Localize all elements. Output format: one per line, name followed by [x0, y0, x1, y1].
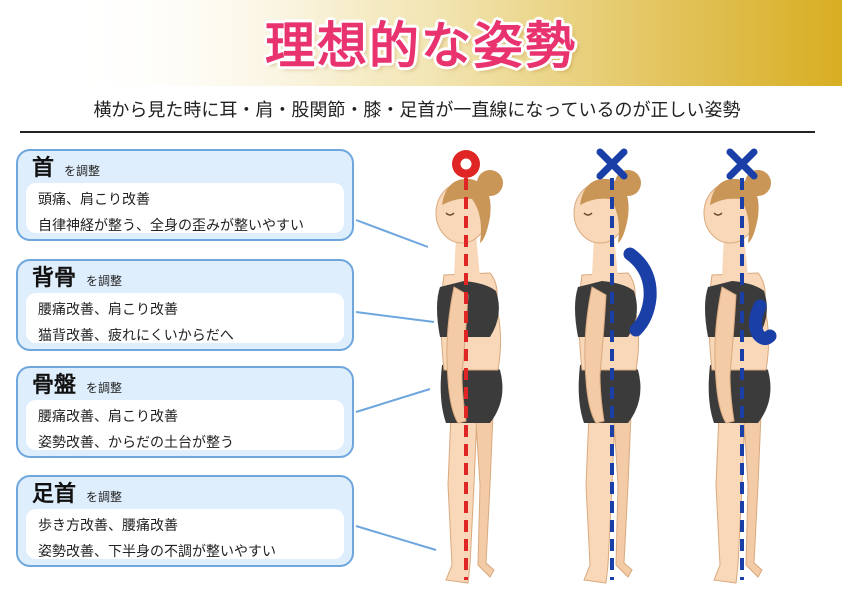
card-spine: 背骨 を調整 腰痛改善、肩こり改善 猫背改善、疲れにくいからだへ: [16, 259, 354, 351]
card-neck-head: 首 を調整: [32, 154, 100, 182]
card-spine-suffix: を調整: [86, 274, 123, 288]
subtitle: 横から見た時に耳・肩・股関節・膝・足首が一直線になっているのが正しい姿勢: [93, 100, 741, 121]
header-band: [0, 0, 842, 86]
card-pelvis: 骨盤 を調整 腰痛改善、肩こり改善 姿勢改善、からだの土台が整う: [16, 366, 354, 458]
card-neck-benefit-1: 頭痛、肩こり改善: [38, 192, 150, 208]
card-pelvis-benefit-1: 腰痛改善、肩こり改善: [38, 409, 178, 425]
curved-spine-indicator-icon: [623, 247, 657, 337]
card-ankle-title: 足首: [32, 482, 77, 507]
card-ankle-body: 歩き方改善、腰痛改善 姿勢改善、下半身の不調が整いやすい: [26, 509, 344, 560]
card-neck-benefit-2: 自律神経が整う、全身の歪みが整いやすい: [38, 218, 304, 234]
woman-figure-ideal: [435, 169, 504, 584]
card-ankle-benefit-1: 歩き方改善、腰痛改善: [38, 518, 178, 534]
card-spine-head: 背骨 を調整: [32, 264, 122, 292]
page-title: 理想的な姿勢: [265, 17, 577, 75]
figure-sway-back-posture: [703, 148, 777, 584]
wrong-cross-icon: [726, 148, 758, 180]
card-neck-suffix: を調整: [64, 164, 101, 178]
card-spine-benefit-1: 腰痛改善、肩こり改善: [38, 302, 178, 318]
subtitle-divider: [20, 131, 815, 133]
woman-figure-sway-back: [703, 169, 772, 584]
card-neck: 首 を調整 頭痛、肩こり改善 自律神経が整う、全身の歪みが整いやすい: [16, 149, 354, 241]
card-pelvis-body: 腰痛改善、肩こり改善 姿勢改善、からだの土台が整う: [26, 400, 344, 451]
card-neck-title: 首: [32, 156, 55, 181]
card-ankle-benefit-2: 姿勢改善、下半身の不調が整いやすい: [38, 544, 276, 560]
correct-circle-icon: [452, 150, 480, 178]
card-spine-body: 腰痛改善、肩こり改善 猫背改善、疲れにくいからだへ: [26, 293, 344, 344]
card-neck-body: 頭痛、肩こり改善 自律神経が整う、全身の歪みが整いやすい: [26, 183, 344, 234]
card-spine-benefit-2: 猫背改善、疲れにくいからだへ: [38, 328, 234, 344]
card-pelvis-benefit-2: 姿勢改善、からだの土台が整う: [38, 435, 234, 451]
woman-figure-round-back: [573, 169, 642, 584]
figure-ideal-posture: [435, 150, 504, 584]
card-ankle-head: 足首 を調整: [32, 480, 122, 508]
lumbar-curve-indicator-icon: [748, 299, 777, 346]
card-pelvis-title: 骨盤: [32, 373, 77, 398]
figure-round-back-posture: [573, 148, 657, 584]
card-pelvis-head: 骨盤 を調整: [32, 371, 122, 399]
wrong-cross-icon: [596, 148, 628, 180]
card-spine-title: 背骨: [32, 266, 77, 291]
card-ankle: 足首 を調整 歩き方改善、腰痛改善 姿勢改善、下半身の不調が整いやすい: [16, 475, 354, 567]
posture-figures: [435, 148, 777, 584]
card-ankle-suffix: を調整: [86, 490, 123, 504]
card-pelvis-suffix: を調整: [86, 381, 123, 395]
